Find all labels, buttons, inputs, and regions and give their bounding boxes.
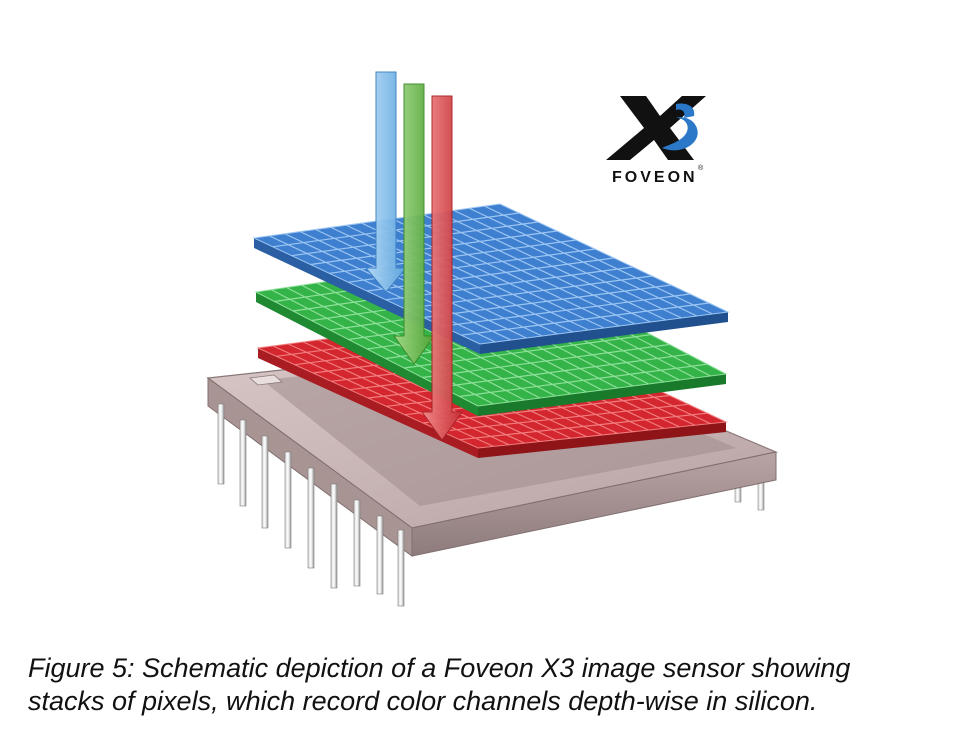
x3-logo-icon — [606, 96, 706, 160]
caption-line-1: Figure 5: Schematic depiction of a Foveo… — [28, 652, 928, 685]
registered-mark: ® — [698, 164, 704, 172]
sensor-illustration: FOVEON ® — [0, 0, 958, 640]
foveon-wordmark: FOVEON — [612, 169, 698, 186]
figure-caption: Figure 5: Schematic depiction of a Foveo… — [28, 652, 928, 718]
sensor-diagram: FOVEON ® — [0, 0, 958, 640]
caption-line-2: stacks of pixels, which record color cha… — [28, 685, 928, 718]
